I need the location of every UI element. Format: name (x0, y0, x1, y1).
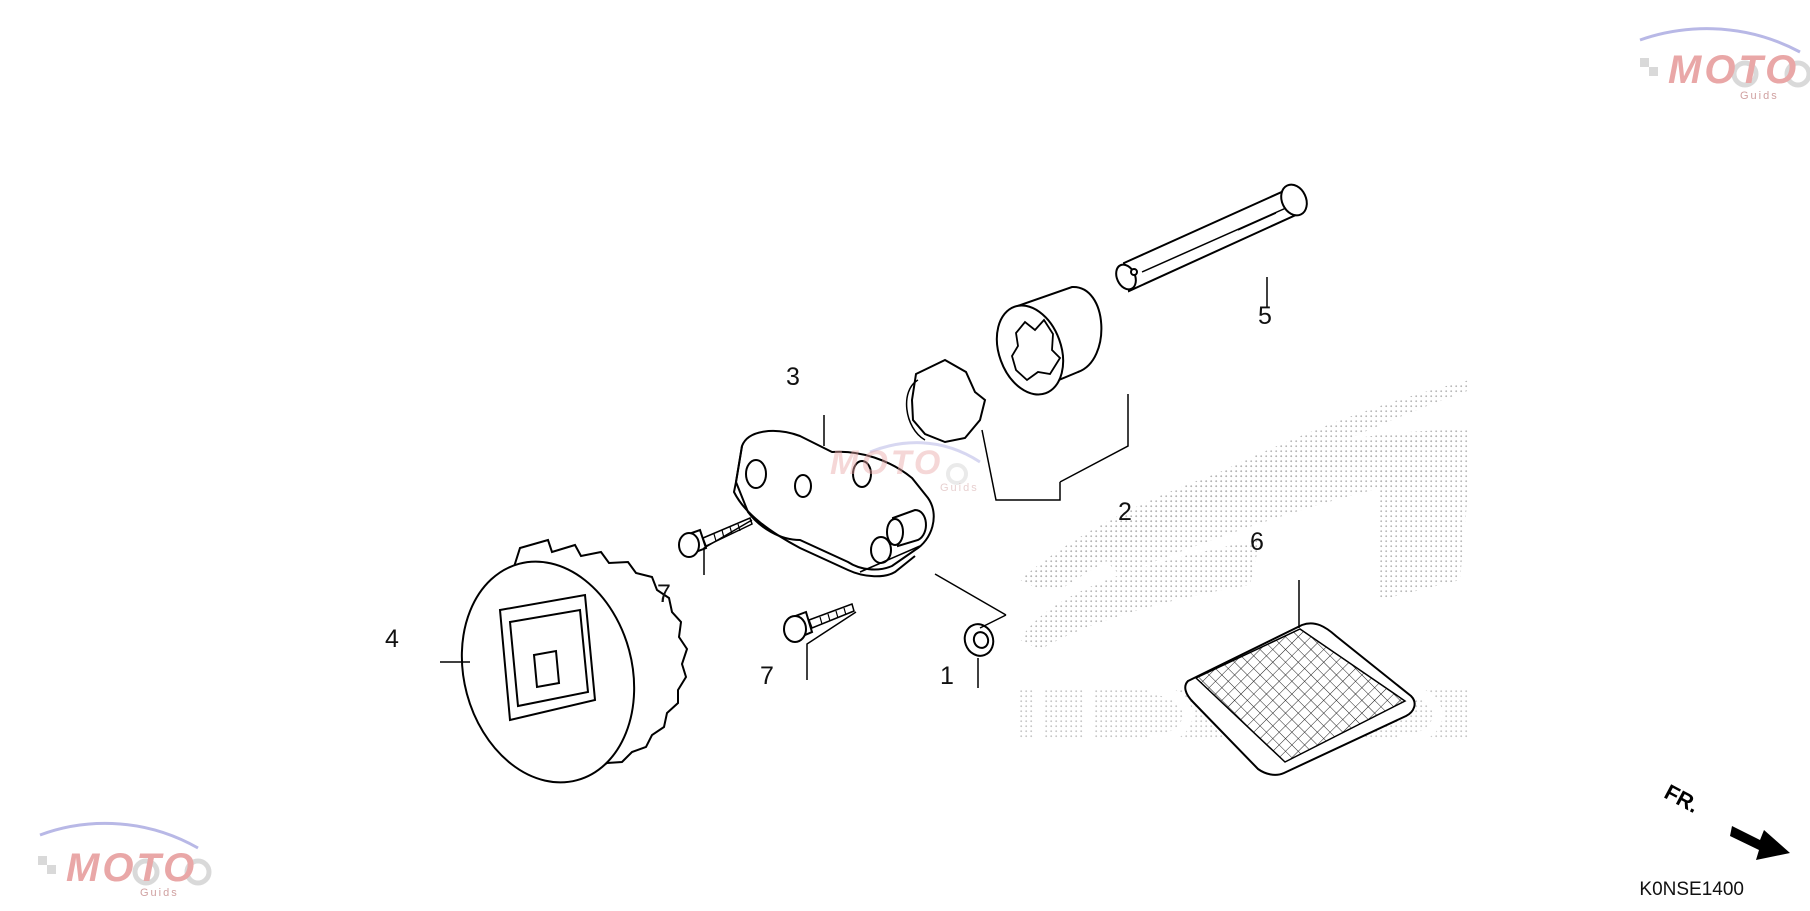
moto-watermark-center (869, 441, 981, 485)
part-7-bolt-lower (783, 603, 855, 643)
callout-2: 2 (1118, 498, 1132, 526)
part-1-washer (963, 623, 995, 657)
watermark-brand-bottom: MOTO (66, 846, 198, 890)
callout-5: 5 (1258, 302, 1272, 330)
watermark-sub-top: Guids (1740, 90, 1779, 102)
part-7-bolt-upper (678, 516, 753, 558)
part-6-strainer (1184, 622, 1416, 776)
watermark-sub-center: Guids (940, 482, 979, 494)
callout-4: 4 (385, 625, 399, 653)
part-5-shaft (1115, 183, 1308, 293)
part-4-gear (460, 538, 689, 784)
diagram-code: K0NSE1400 (1639, 879, 1744, 900)
watermark-brand-center: MOTO (830, 444, 944, 482)
part-3-pump-cover (732, 430, 935, 578)
callout-1: 1 (940, 662, 954, 690)
callout-3: 3 (786, 363, 800, 391)
callout-7-upper: 7 (657, 580, 671, 608)
callout-7-lower: 7 (760, 662, 774, 690)
leader-lines (440, 277, 1300, 688)
watermark-brand-top: MOTO (1668, 48, 1800, 92)
watermark-sub-bottom: Guids (140, 887, 179, 899)
part-2-rotor-set (905, 285, 1103, 444)
front-direction-arrow (1730, 826, 1790, 860)
moto-watermark-top (1639, 27, 1810, 88)
callout-6: 6 (1250, 528, 1264, 556)
moto-watermark-bottom (38, 821, 212, 886)
